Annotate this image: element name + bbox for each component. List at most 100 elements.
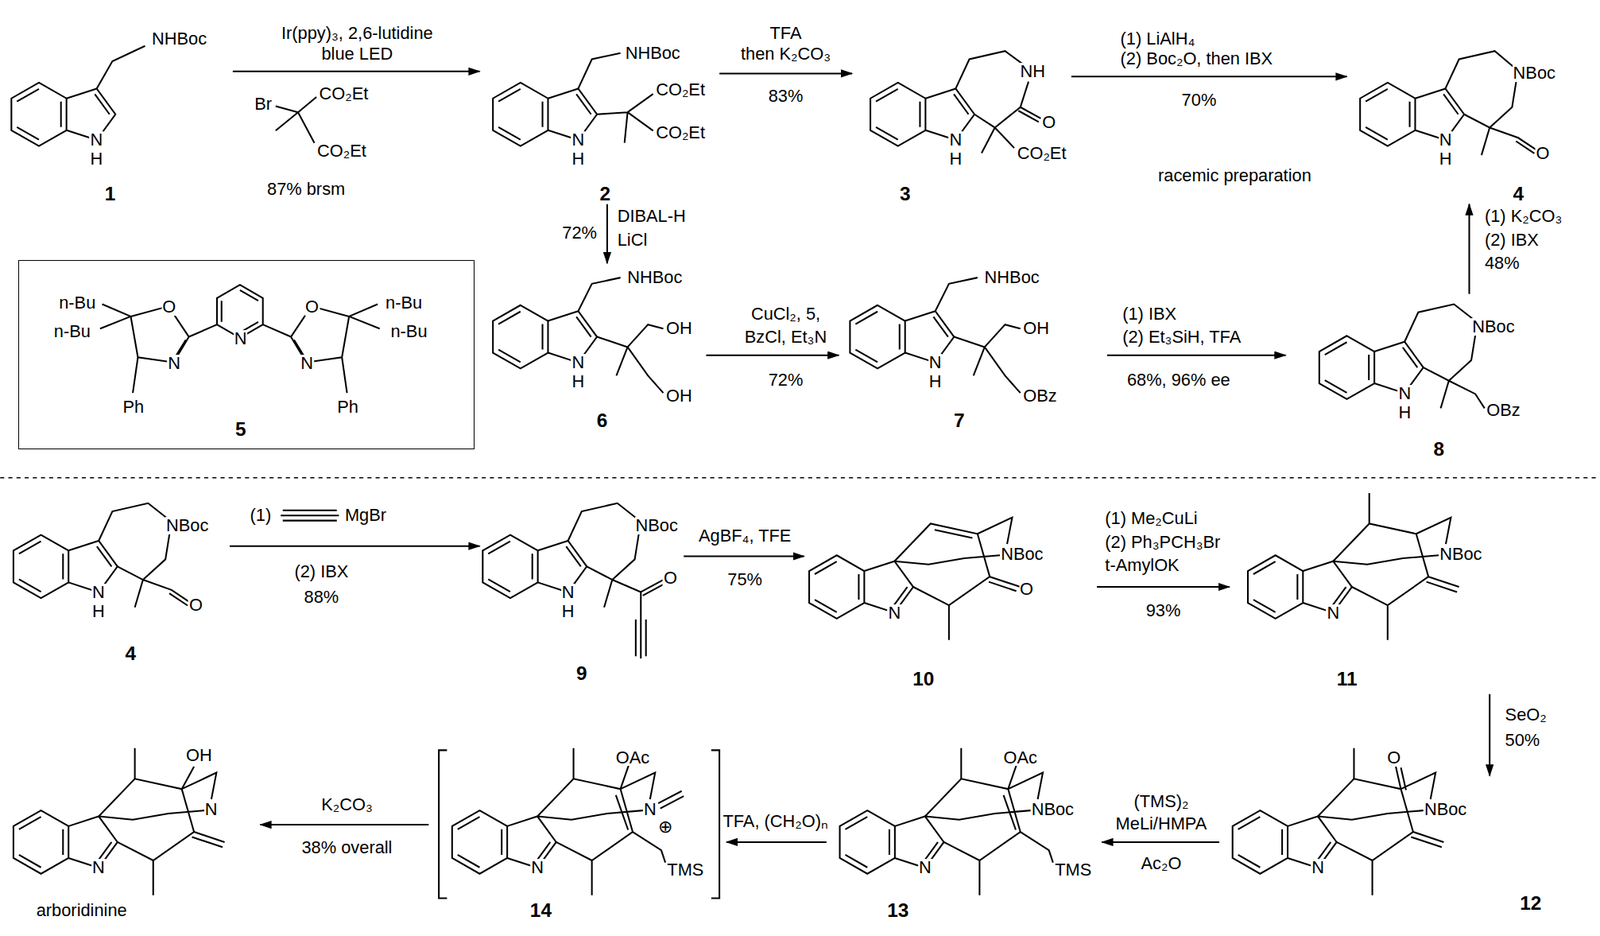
reaction-arrow [229,545,480,547]
benzene-ring [13,534,69,599]
reaction-arrow [1488,693,1491,776]
atom-label: N [91,859,106,877]
bracket [438,749,720,898]
atom-label: Br [253,95,273,113]
reagent-text: SeO₂ [1505,705,1547,724]
benzene-ring [1319,335,1375,400]
reagent-text: 68%, 96% ee [1127,371,1231,389]
atom-label: n-Bu [384,294,423,312]
atom-label: Ph [122,398,146,416]
divider-line [0,476,1600,479]
compound-number: 9 [576,663,588,683]
reagent-text: (1) Me₂CuLi [1104,509,1198,527]
atom-label: N [887,604,902,622]
atom-label: H [949,150,964,168]
reagent-text: 88% [304,588,340,606]
reagent-text: racemic preparation [1158,166,1312,185]
compound-number: 5 [235,419,247,439]
atom-label: NBoc [999,545,1044,563]
reagent-text: t-AmylOK [1104,556,1179,574]
reagent-text: blue LED [321,45,393,63]
bond [573,747,685,863]
reaction-arrow [719,72,853,74]
reagent-text: 72% [768,371,804,389]
atom-label: N [571,353,586,372]
reagent-text: (2) Boc₂O, then IBX [1120,50,1274,69]
benzene-ring [11,82,66,147]
atom-label: N [91,583,106,601]
benzene-ring [1232,809,1288,874]
reagent-text: 75% [727,570,763,589]
atom-label: NBoc [1438,545,1483,563]
cage-bonds [537,772,655,895]
reaction-arrow [1468,204,1470,295]
atom-label: O [304,298,320,316]
reagent-text: 70% [1181,91,1217,109]
benzene-ring [452,809,508,874]
atom-label: OH [185,746,214,764]
benzene-ring [492,82,548,147]
atom-label: H [571,372,586,391]
structure-arboridinine [13,747,225,895]
atom-label: NHBoc [151,30,208,48]
compound-number: 12 [1519,893,1542,913]
atom-label: N [204,800,219,818]
atom-label: NHBoc [984,268,1041,287]
bond [96,46,146,90]
reagent-text: then K₂CO₃ [740,45,831,63]
benzene-ring [809,554,864,619]
benzene-ring [482,534,538,599]
benzene-ring [492,305,548,369]
compound-number: 2 [600,184,612,204]
compound-number: 4 [125,643,137,663]
bond [935,277,1021,393]
atom-label: H [1438,150,1453,168]
atom-label: N [928,353,943,372]
atom-label: NBoc [1030,800,1075,818]
reagent-text: (2) IBX [294,562,349,581]
reaction-arrow [606,204,609,264]
reaction-arrow [705,354,839,357]
reagent-text: Ac₂O [1141,854,1182,872]
atom-label: N [1397,384,1412,403]
reagent-text: (2) Et₃SiH, TFA [1122,328,1241,346]
compound-number: 14 [530,900,552,920]
structure-14 [452,747,684,895]
reagent-text: (2) Ph₃PCH₃Br [1104,533,1221,551]
bond [100,290,380,393]
reagent-text: (1) [250,506,272,524]
reagent-text: (1) IBX [1122,305,1177,323]
reagent-text: (1) K₂CO₃ [1484,207,1562,225]
benzene-ring [870,82,926,147]
atom-label: O [1535,144,1551,163]
compound-number: 10 [912,669,934,689]
atom-label: ⊕ [657,817,674,836]
reagent-text: LiCl [617,231,648,249]
atom-label: O [161,298,177,316]
compound-number: 1 [104,184,117,204]
atom-label: OAc [1003,748,1039,767]
atom-label: n-Bu [58,294,97,312]
reagent-text: 72% [561,224,597,242]
atom-label: OH [665,387,694,405]
reaction-arrows [229,71,1490,842]
reagent-text: 38% overall [301,838,392,857]
structure-12 [1232,747,1445,895]
atom-label: N [89,131,105,149]
reaction-arrow [1071,75,1348,78]
atom-label: NHBoc [624,44,682,62]
reaction-arrow [1101,840,1220,843]
atom-label: OBz [1485,401,1521,419]
atom-label: N [530,859,545,877]
reagent-text: Ir(ppy)₃, 2,6-lutidine [281,24,434,43]
atom-label: H [89,150,105,168]
atom-label: H [91,602,106,620]
atom-label: OH [1022,319,1050,338]
atom-label: N [1326,604,1341,622]
atom-label: H [928,372,943,391]
bond [275,96,317,144]
atom-label: N [1310,859,1325,877]
atom-label: OBz [1022,387,1058,405]
atom-label: O [1041,113,1057,132]
atom-label: N [949,131,964,149]
